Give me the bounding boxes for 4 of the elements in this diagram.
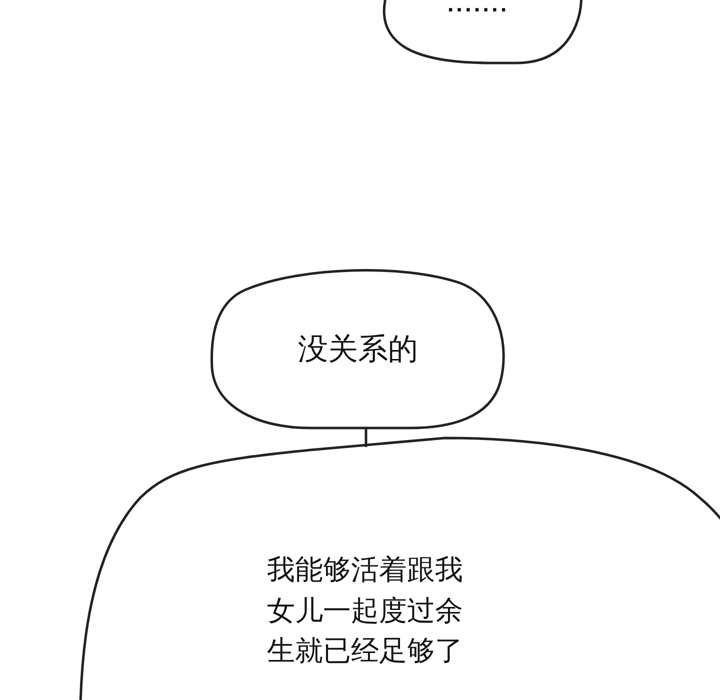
bubble-connector [364, 427, 368, 447]
speech-text: 没关系的 [297, 331, 419, 369]
speech-text: 我能够活着跟我女儿一起度过余生就已经足够了 [267, 552, 463, 670]
speech-text: ······· [446, 0, 510, 23]
